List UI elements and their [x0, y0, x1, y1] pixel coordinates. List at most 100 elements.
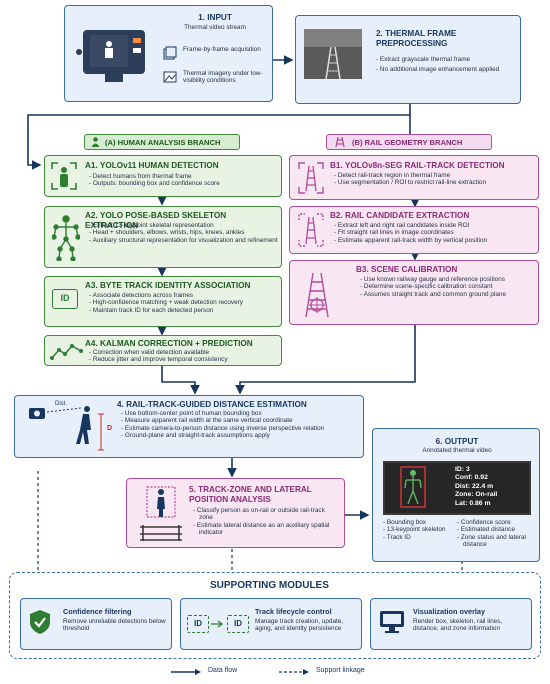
a4-box: A4. KALMAN CORRECTION + PREDICTION Corre…: [44, 335, 282, 366]
output-left-item-3: Track ID: [383, 534, 453, 541]
b2-title: B2. RAIL CANDIDATE EXTRACTION: [330, 211, 470, 220]
output-right-item-3: Zone status and lateral distance: [457, 534, 535, 549]
a3-bullets: Associate detections across frames High-…: [89, 292, 281, 314]
zone-bullet-2: Estimate lateral distance as an auxiliar…: [193, 522, 338, 537]
thermal-image-icon: [163, 71, 177, 83]
rail-branch-label: (B) RAIL GEOMETRY BRANCH: [352, 137, 463, 147]
module-visualization: Visualization overlay Render box, skelet…: [370, 598, 532, 650]
frame-stack-icon: [163, 46, 177, 60]
rail-detection-icon: [298, 162, 324, 194]
monitor-icon: [380, 611, 404, 633]
overlay-line-3: Dist: 22.4 m: [455, 482, 494, 490]
b3-bullet-3: Assumes straight track and common ground…: [360, 291, 532, 298]
skeleton-icon: [52, 215, 80, 261]
legend-support-linkage: Support linkage: [316, 667, 365, 674]
overlay-line-4: Zone: On-rail: [455, 491, 498, 499]
b3-box: B3. SCENE CALIBRATION Use known railway …: [289, 260, 539, 325]
a3-bullet-3: Maintain track ID for each detected pers…: [89, 307, 281, 314]
b3-bullet-2: Determine scene-specific calibration con…: [360, 283, 532, 290]
output-left-items: Bounding box 13-keypoint skeleton Track …: [383, 519, 453, 541]
a2-box: A2. YOLO POSE-BASED SKELETON EXTRACTION …: [44, 206, 282, 268]
zone-bullet-1: Classify person as on-rail or outside ra…: [193, 507, 338, 522]
a3-box: ID A3. BYTE TRACK IDENTITY ASSOCIATION A…: [44, 276, 282, 327]
preprocessing-box: 2. THERMAL FRAME PREPROCESSING Extract g…: [295, 15, 521, 104]
distance-icon-d-label: D: [107, 425, 113, 432]
id-start-icon: ID: [187, 615, 209, 633]
detection-person-icon: [51, 162, 77, 190]
rail-candidate-icon: [298, 213, 324, 247]
legend-data-flow: Data flow: [208, 667, 238, 674]
b1-title: B1. YOLOv8n-SEG RAIL-TRACK DETECTION: [330, 161, 505, 170]
overlay-line-2: Conf: 0.92: [455, 474, 488, 482]
preprocessing-bullet-2: No additional image enhancement applied: [376, 66, 516, 73]
b3-title: B3. SCENE CALIBRATION: [356, 265, 458, 274]
output-right-items: Confidence score Estimated distance Zone…: [457, 519, 535, 549]
a3-bullet-1: Associate detections across frames: [89, 292, 281, 299]
arrow-right-icon: [211, 620, 224, 628]
module-visualization-text: Render box, skeleton, rail lines, distan…: [413, 618, 503, 633]
a2-bullet-1: Extract 13-keypoint skeletal representat…: [89, 222, 279, 229]
id-end-icon: ID: [227, 615, 249, 633]
overlay-line-1: ID: 3: [455, 466, 470, 473]
b2-bullet-1: Extract left and right rail candidates i…: [334, 222, 534, 229]
calibration-icon: [305, 272, 329, 318]
output-left-item-1: Bounding box: [383, 519, 453, 526]
a4-bullets: Correction when valid detection availabl…: [89, 349, 279, 364]
module-visualization-title: Visualization overlay: [413, 607, 486, 616]
b2-bullet-3: Estimate apparent rail-track width by ve…: [334, 237, 534, 244]
a2-bullet-3: Auxiliary structural representation for …: [89, 237, 279, 244]
rail-track-icon: [335, 137, 345, 147]
supporting-title: SUPPORTING MODULES: [210, 580, 329, 591]
zone-title: 5. TRACK-ZONE AND LATERAL POSITION ANALY…: [189, 485, 312, 504]
distance-title: 4. RAIL-TRACK-GUIDED DISTANCE ESTIMATION: [117, 400, 307, 409]
output-left-item-2: 13-keypoint skeleton: [383, 526, 453, 533]
rail-frame-icon: [304, 29, 362, 79]
output-box: 6. OUTPUT Annotated thermal video ID: 3 …: [372, 428, 540, 562]
module-lifecycle: ID ID Track lifecycle control Manage tra…: [180, 598, 362, 650]
a2-bullet-2: Head + shoulders, elbows, wrists, hips, …: [89, 229, 279, 236]
person-icon: [91, 137, 100, 147]
legend-solid-arrow-icon: [171, 669, 201, 675]
legend-dashed-arrow-icon: [279, 669, 309, 675]
output-right-item-2: Estimated distance: [457, 526, 535, 533]
a3-bullet-2: High-confidence matching + weak detectio…: [89, 299, 281, 306]
output-overlay-text: ID: 3 Conf: 0.92 Dist: 22.4 m Zone: On-r…: [455, 466, 497, 508]
input-subtitle: Thermal video stream: [184, 24, 246, 31]
module-confidence-text: Remove unreliable detections below thres…: [63, 618, 166, 633]
zone-bullets: Classify person as on-rail or outside ra…: [193, 507, 338, 537]
b3-bullets: Use known railway gauge and reference po…: [360, 276, 532, 298]
a1-title: A1. YOLOv11 HUMAN DETECTION: [85, 161, 219, 170]
a4-bullet-2: Reduce jitter and improve temporal consi…: [89, 356, 279, 363]
shield-check-icon: [30, 610, 50, 634]
module-confidence: Confidence filtering Remove unreliable d…: [20, 598, 172, 650]
a3-title: A3. BYTE TRACK IDENTITY ASSOCIATION: [85, 281, 251, 290]
module-lifecycle-text: Manage track creation, update, aging, an…: [255, 618, 344, 633]
input-item-1: Frame-by-frame acquisition: [183, 46, 261, 53]
preprocessing-title: 2. THERMAL FRAME PREPROCESSING: [376, 29, 457, 48]
rail-branch-header: (B) RAIL GEOMETRY BRANCH: [326, 134, 492, 150]
id-badge-icon: ID: [52, 289, 78, 309]
b3-bullet-1: Use known railway gauge and reference po…: [360, 276, 532, 283]
preprocessing-bullets: Extract grayscale thermal frame No addit…: [376, 56, 516, 74]
distance-bullet-4: Ground-plane and straight-track assumpti…: [121, 432, 357, 439]
a2-bullets: Extract 13-keypoint skeletal representat…: [89, 222, 279, 244]
input-item-2: Thermal imagery under low-visibility con…: [183, 70, 263, 85]
a1-bullets: Detect humans from thermal frame Outputs…: [89, 173, 279, 188]
zone-box: 5. TRACK-ZONE AND LATERAL POSITION ANALY…: [126, 478, 345, 548]
trajectory-icon: [50, 344, 83, 360]
distance-box: Dist. D 4. RAIL-TRACK-GUIDED DISTANCE ES…: [14, 395, 364, 458]
distance-bullet-1: Use bottom-center point of human boundin…: [121, 410, 357, 417]
human-branch-header: (A) HUMAN ANALYSIS BRANCH: [84, 134, 240, 150]
human-branch-label: (A) HUMAN ANALYSIS BRANCH: [105, 137, 221, 147]
distance-bullets: Use bottom-center point of human boundin…: [121, 410, 357, 440]
thermal-camera-icon: [76, 30, 145, 82]
b2-box: B2. RAIL CANDIDATE EXTRACTION Extract le…: [289, 206, 539, 254]
output-right-item-1: Confidence score: [457, 519, 535, 526]
a1-bullet-1: Detect humans from thermal frame: [89, 173, 279, 180]
distance-bullet-3: Estimate camera-to-person distance using…: [121, 425, 357, 432]
input-box: 1. INPUT Thermal video stream Frame-by-f…: [64, 5, 273, 102]
output-title: 6. OUTPUT: [435, 437, 479, 446]
module-lifecycle-title: Track lifecycle control: [255, 607, 332, 616]
distance-bullet-2: Measure apparent rail width at the same …: [121, 417, 357, 424]
overlay-line-5: Lat: 0.86 m: [455, 499, 491, 507]
